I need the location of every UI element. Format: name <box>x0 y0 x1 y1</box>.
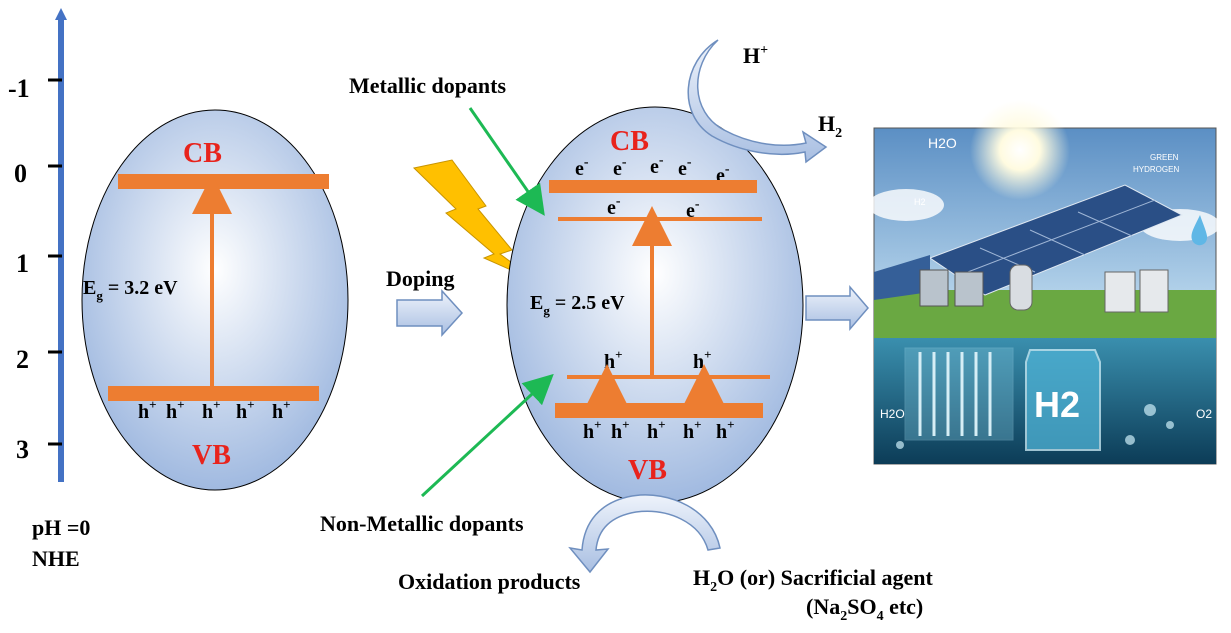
tick-label-minus1: -1 <box>8 74 30 103</box>
left-vb-label: VB <box>192 440 231 471</box>
tick-label-2: 2 <box>16 345 29 374</box>
tick-label-1: 1 <box>16 249 29 278</box>
hydrogen-jar-icon <box>1025 349 1101 451</box>
sun-icon <box>970 100 1070 200</box>
water-drop-icon <box>1191 215 1208 246</box>
hole: h+ <box>611 417 630 443</box>
nhe-label: NHE <box>32 546 80 571</box>
electron: e- <box>650 153 664 178</box>
hole: h+ <box>166 397 185 423</box>
nonmetallic-dopants-label: Non-Metallic dopants <box>320 511 524 536</box>
left-holes: h+ h+ h+ h+ h+ <box>138 397 291 423</box>
img-h2-small: H2 <box>914 197 926 207</box>
hole: h+ <box>716 417 735 443</box>
electron: e- <box>607 194 621 219</box>
left-valence-band <box>108 386 319 401</box>
green-hydrogen-illustration: H2O GREEN HYDROGEN H2 H2O O2 H2 <box>868 100 1220 465</box>
right-valence-band <box>555 403 763 418</box>
doped-semiconductor: CB e- e- e- e- e- e- e- Eg = 2.5 eV h+ h… <box>506 106 804 504</box>
img-h2-big: H2 <box>1034 384 1080 425</box>
hole: h+ <box>236 397 255 423</box>
right-bandgap-label: Eg = 2.5 eV <box>530 292 625 318</box>
metallic-dopants-label: Metallic dopants <box>349 73 506 98</box>
axis-arrowhead <box>55 8 67 20</box>
hole: h+ <box>138 397 157 423</box>
right-cb-label: CB <box>610 126 649 157</box>
electron: e- <box>613 155 627 180</box>
right-conduction-band <box>549 180 757 193</box>
to-application-arrow <box>805 284 869 332</box>
hole: h+ <box>272 397 291 423</box>
left-conduction-band <box>118 174 329 189</box>
img-green-label: GREEN <box>1150 153 1179 162</box>
hole: h+ <box>583 417 602 443</box>
electron: e- <box>686 197 700 222</box>
doping-label: Doping <box>386 266 454 291</box>
nhe-axis: -1 0 1 2 3 pH =0 NHE <box>8 8 90 571</box>
electron: e- <box>575 155 589 180</box>
electron: e- <box>678 155 692 180</box>
img-o2: O2 <box>1196 407 1212 421</box>
h-plus-label: H+ <box>743 43 768 68</box>
undoped-semiconductor: CB Eg = 3.2 eV h+ h+ h+ h+ h+ VB <box>81 109 349 491</box>
metallic-dopant-arrow <box>468 107 545 216</box>
hole: h+ <box>693 347 712 373</box>
right-vb-label: VB <box>628 455 667 486</box>
hole: h+ <box>202 397 221 423</box>
reduction-arrow <box>687 39 828 164</box>
water-agent-label: H2O (or) Sacrificial agent <box>693 565 933 595</box>
img-h2o-bottom: H2O <box>880 407 905 421</box>
nonmetallic-dopant-arrow <box>420 373 554 498</box>
metallic-dopant-level <box>558 217 762 221</box>
left-cb-label: CB <box>183 138 222 169</box>
hole: h+ <box>604 347 623 373</box>
h2-product-label: H2 <box>818 111 842 141</box>
img-h2o-top: H2O <box>928 135 957 151</box>
img-hydrogen-label: HYDROGEN <box>1133 165 1179 174</box>
tick-label-0: 0 <box>14 159 27 188</box>
hole: h+ <box>647 417 666 443</box>
hole: h+ <box>683 417 702 443</box>
axis-line <box>58 18 64 482</box>
left-bandgap-label: Eg = 3.2 eV <box>83 277 178 303</box>
oxidation-arrow <box>568 494 721 574</box>
nonmetallic-dopant-level <box>567 375 770 379</box>
oxidation-products-label: Oxidation products <box>398 569 581 594</box>
doping-arrow <box>396 289 464 337</box>
sodium-sulfate-label: (Na2SO4 etc) <box>806 594 923 624</box>
ph-label: pH =0 <box>32 515 90 540</box>
tick-label-3: 3 <box>16 435 29 464</box>
electron: e- <box>716 162 730 187</box>
